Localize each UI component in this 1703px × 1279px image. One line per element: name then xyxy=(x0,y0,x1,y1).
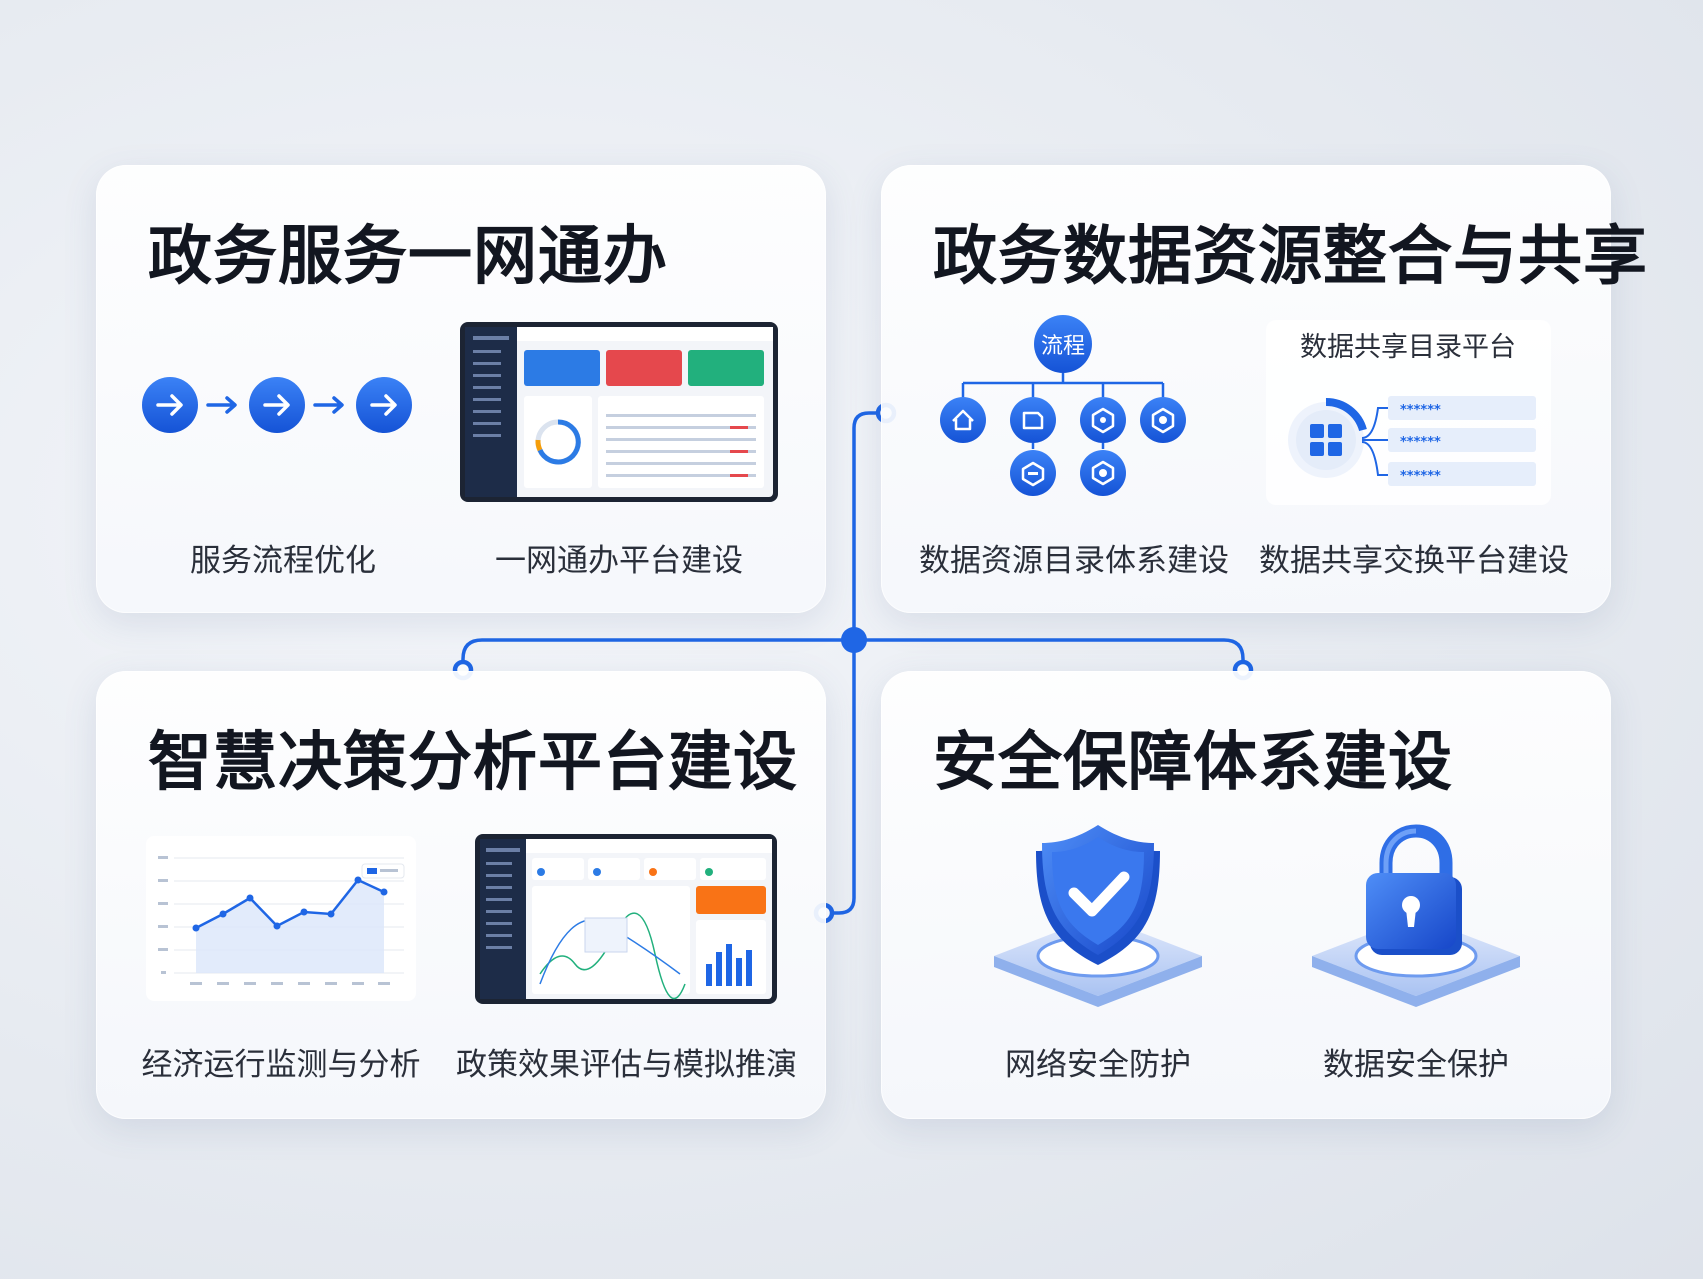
padlock-icon xyxy=(1304,821,1529,1011)
card-data-integration: 政务数据资源整合与共享 xyxy=(881,165,1647,613)
sharing-platform-icon: 数据共享目录平台 ****** ****** ****** xyxy=(1266,320,1551,505)
dashboard-screenshot-icon xyxy=(460,322,778,502)
card-title: 政务服务一网通办 xyxy=(148,220,668,294)
sharing-row: ****** xyxy=(1400,469,1441,484)
item-label: 服务流程优化 xyxy=(190,543,376,579)
card-title: 安全保障体系建设 xyxy=(933,726,1453,800)
panel-title: 数据共享目录平台 xyxy=(1300,332,1516,363)
item-label: 数据共享交换平台建设 xyxy=(1259,543,1569,579)
item-label: 数据资源目录体系建设 xyxy=(919,543,1229,579)
line-chart-icon xyxy=(146,836,416,1001)
item-label: 政策效果评估与模拟推演 xyxy=(456,1047,797,1083)
card-one-stop-service: 政务服务一网通办 xyxy=(96,165,826,613)
card-title: 政务数据资源整合与共享 xyxy=(933,220,1648,294)
analytics-dashboard-icon xyxy=(475,834,777,1004)
item-label: 网络安全防护 xyxy=(1005,1047,1191,1083)
sharing-row: ****** xyxy=(1400,435,1441,450)
tree-diagram-icon: 流程 xyxy=(936,315,1206,505)
item-label: 经济运行监测与分析 xyxy=(141,1047,421,1083)
item-label: 一网通办平台建设 xyxy=(495,543,743,579)
root-node-label: 流程 xyxy=(1041,334,1085,359)
shield-check-icon xyxy=(986,821,1211,1011)
sharing-row: ****** xyxy=(1400,403,1441,418)
card-title: 智慧决策分析平台建设 xyxy=(148,726,798,800)
card-security: 安全保障体系建设 xyxy=(881,671,1611,1119)
arrow-flow-icon xyxy=(142,375,412,435)
item-label: 数据安全保护 xyxy=(1323,1047,1509,1083)
card-decision-analysis: 智慧决策分析平台建设 xyxy=(96,671,826,1119)
